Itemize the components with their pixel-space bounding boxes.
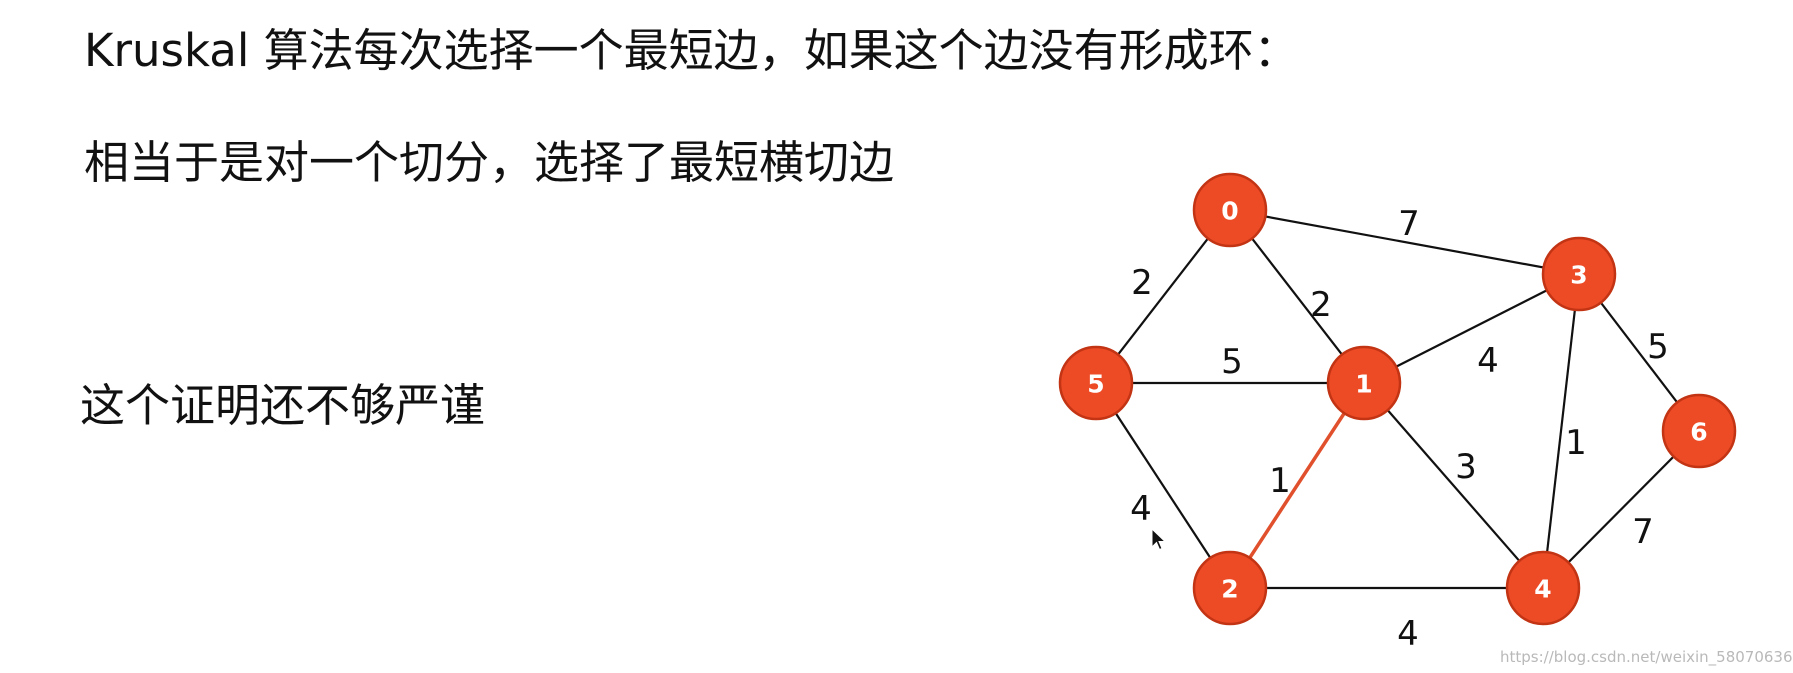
- edge-3-4: [1541, 273, 1581, 589]
- node-1: 1: [1326, 345, 1402, 421]
- edge-1-2-highlighted: [1228, 382, 1366, 589]
- node-4-label: 4: [1534, 575, 1551, 604]
- node-0: 0: [1192, 172, 1268, 248]
- node-1-circle: [1326, 345, 1402, 421]
- statement-line-proof-note: 这个证明还不够严谨: [80, 379, 486, 432]
- edge-weight-3-4: 1: [1565, 423, 1587, 463]
- node-3-circle: [1541, 236, 1617, 312]
- node-6-circle: [1661, 393, 1737, 469]
- node-5-circle: [1058, 345, 1134, 421]
- statement-line-cut: 相当于是对一个切分，选择了最短横切边: [84, 136, 895, 189]
- mouse-cursor-icon: [1151, 527, 1167, 551]
- edge-weight-5-2: 4: [1130, 489, 1152, 529]
- graph-nodes: 0 1 2 3 4 5 6: [1058, 172, 1737, 626]
- edge-1-3: [1363, 273, 1580, 384]
- edge-weight-0-3: 7: [1398, 204, 1420, 244]
- edge-weight-1-4: 3: [1455, 447, 1477, 487]
- edge-weight-3-6: 5: [1647, 327, 1669, 367]
- node-3-label: 3: [1570, 261, 1587, 290]
- edge-0-3: [1229, 208, 1580, 276]
- node-1-label: 1: [1355, 370, 1372, 399]
- edge-weight-1-2: 1: [1269, 461, 1291, 501]
- edge-weight-1-3: 4: [1477, 341, 1499, 381]
- node-4-circle: [1505, 550, 1581, 626]
- edge-5-2: [1095, 382, 1231, 589]
- node-5-label: 5: [1087, 370, 1104, 399]
- edge-weight-0-5: 2: [1131, 263, 1153, 303]
- edge-1-4: [1363, 382, 1544, 589]
- node-5: 5: [1058, 345, 1134, 421]
- node-2-label: 2: [1221, 575, 1238, 604]
- node-4: 4: [1505, 550, 1581, 626]
- edge-weight-2-4: 4: [1397, 614, 1419, 654]
- statement-line-kruskal: Kruskal 算法每次选择一个最短边，如果这个边没有形成环：: [84, 24, 1299, 77]
- graph-edge-weights: 7 2 2 5 4 5 1 1 3 4 7 4: [1130, 204, 1669, 654]
- watermark-text: https://blog.csdn.net/weixin_58070636: [1500, 648, 1793, 666]
- node-3: 3: [1541, 236, 1617, 312]
- node-2-circle: [1192, 550, 1268, 626]
- node-0-circle: [1192, 172, 1268, 248]
- edge-weight-6-4: 7: [1632, 512, 1654, 552]
- node-6: 6: [1661, 393, 1737, 469]
- edge-weight-0-1: 2: [1310, 285, 1332, 325]
- node-6-label: 6: [1690, 418, 1707, 447]
- edge-weight-5-1: 5: [1221, 342, 1243, 382]
- node-2: 2: [1192, 550, 1268, 626]
- node-0-label: 0: [1221, 197, 1238, 226]
